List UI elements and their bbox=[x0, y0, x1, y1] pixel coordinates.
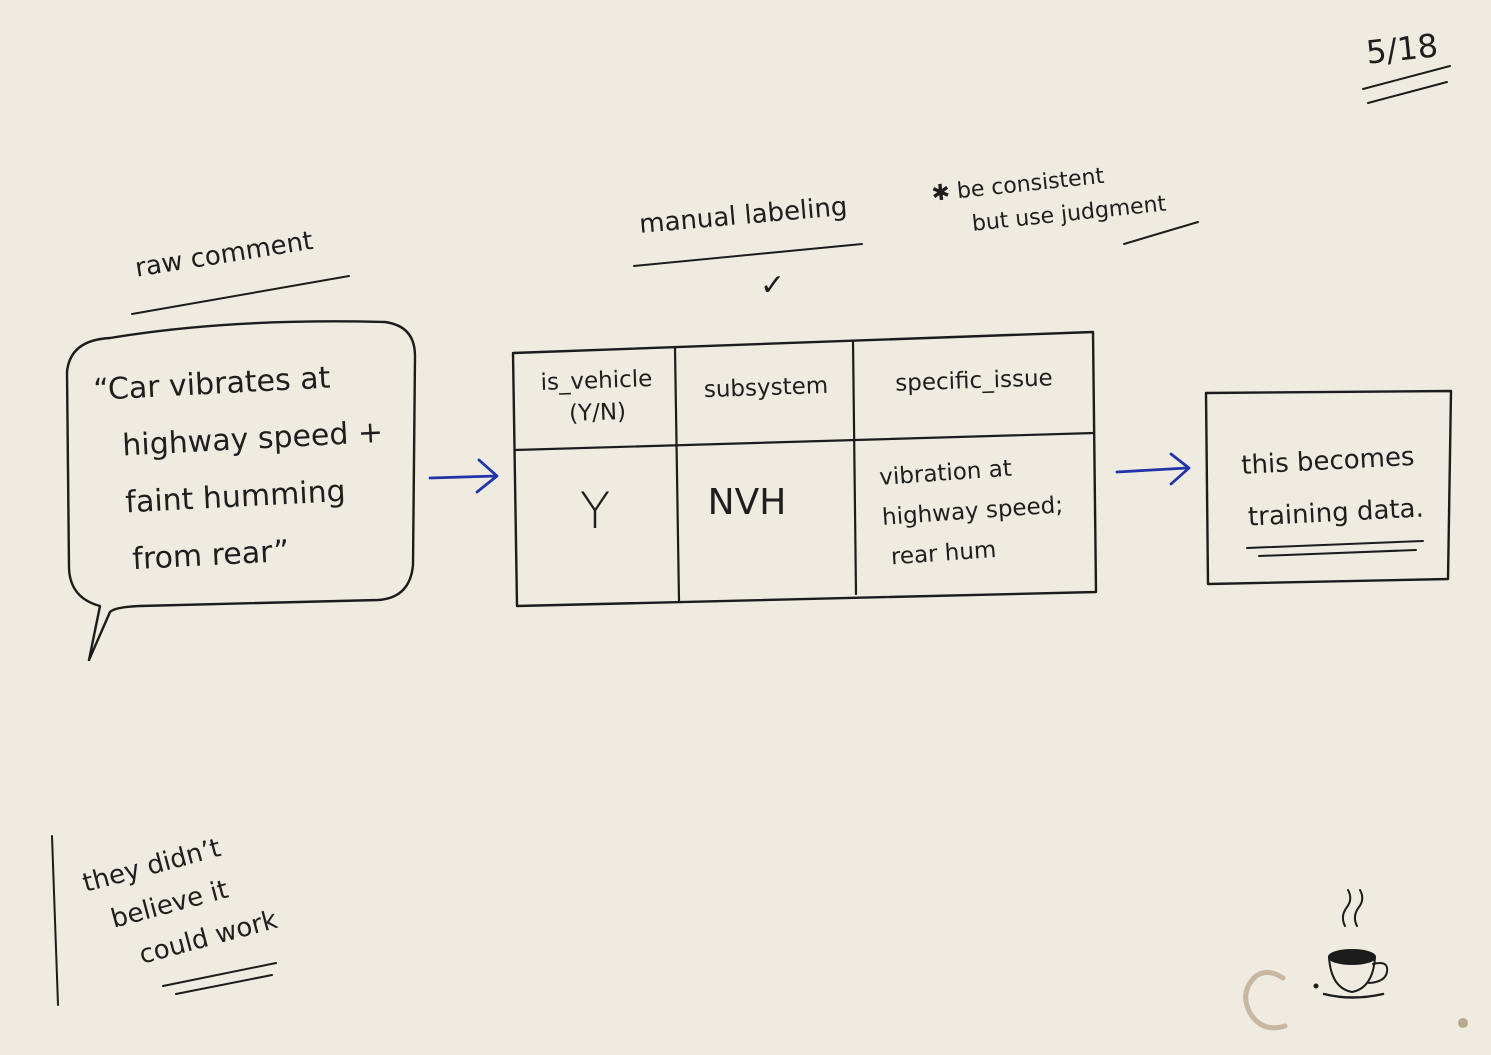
header-is-vehicle-line-2: (Y/N) bbox=[568, 399, 627, 427]
page-number-underline bbox=[1362, 65, 1451, 104]
coffee-cup-icon bbox=[1313, 889, 1389, 999]
checkmark-icon: ✓ bbox=[760, 268, 786, 303]
table-header-divider bbox=[513, 431, 1096, 452]
header-is-vehicle: is_vehicle (Y/N) bbox=[518, 362, 676, 431]
label-table-frame bbox=[511, 330, 1098, 608]
note-judgment: judgment bbox=[1059, 191, 1168, 228]
page-number: 5/18 bbox=[1364, 26, 1440, 72]
arrow-right-icon bbox=[428, 458, 499, 494]
cell-is-vehicle: Y bbox=[579, 482, 611, 540]
output-box-text: this becomes training data. bbox=[1240, 431, 1425, 544]
arrow-right-icon bbox=[1115, 452, 1191, 486]
output-line-2: training data. bbox=[1247, 493, 1425, 533]
side-note-bar bbox=[51, 835, 59, 1006]
asterisk-icon: ✱ bbox=[930, 180, 952, 207]
cell-specific-issue: vibration at highway speed; rear hum bbox=[878, 445, 1067, 577]
manual-labeling-underline bbox=[633, 243, 863, 267]
output-line-1: this becomes bbox=[1240, 441, 1416, 481]
header-is-vehicle-line-1: is_vehicle bbox=[540, 366, 653, 396]
table-col-divider-2 bbox=[851, 339, 858, 596]
table-col-divider-1 bbox=[673, 346, 681, 603]
note-line-2-prefix: but use bbox=[970, 202, 1063, 237]
side-note-underline bbox=[162, 962, 277, 995]
judgment-underline bbox=[1123, 221, 1199, 245]
speech-bubble bbox=[65, 320, 417, 662]
output-box bbox=[1204, 389, 1453, 586]
raw-comment-text: “Car vibrates at highway speed + faint h… bbox=[92, 347, 390, 590]
cell-subsystem: NVH bbox=[707, 482, 787, 523]
raw-comment-underline bbox=[131, 275, 350, 315]
training-data-underline bbox=[1246, 540, 1424, 557]
coffee-stain bbox=[1243, 970, 1468, 1031]
